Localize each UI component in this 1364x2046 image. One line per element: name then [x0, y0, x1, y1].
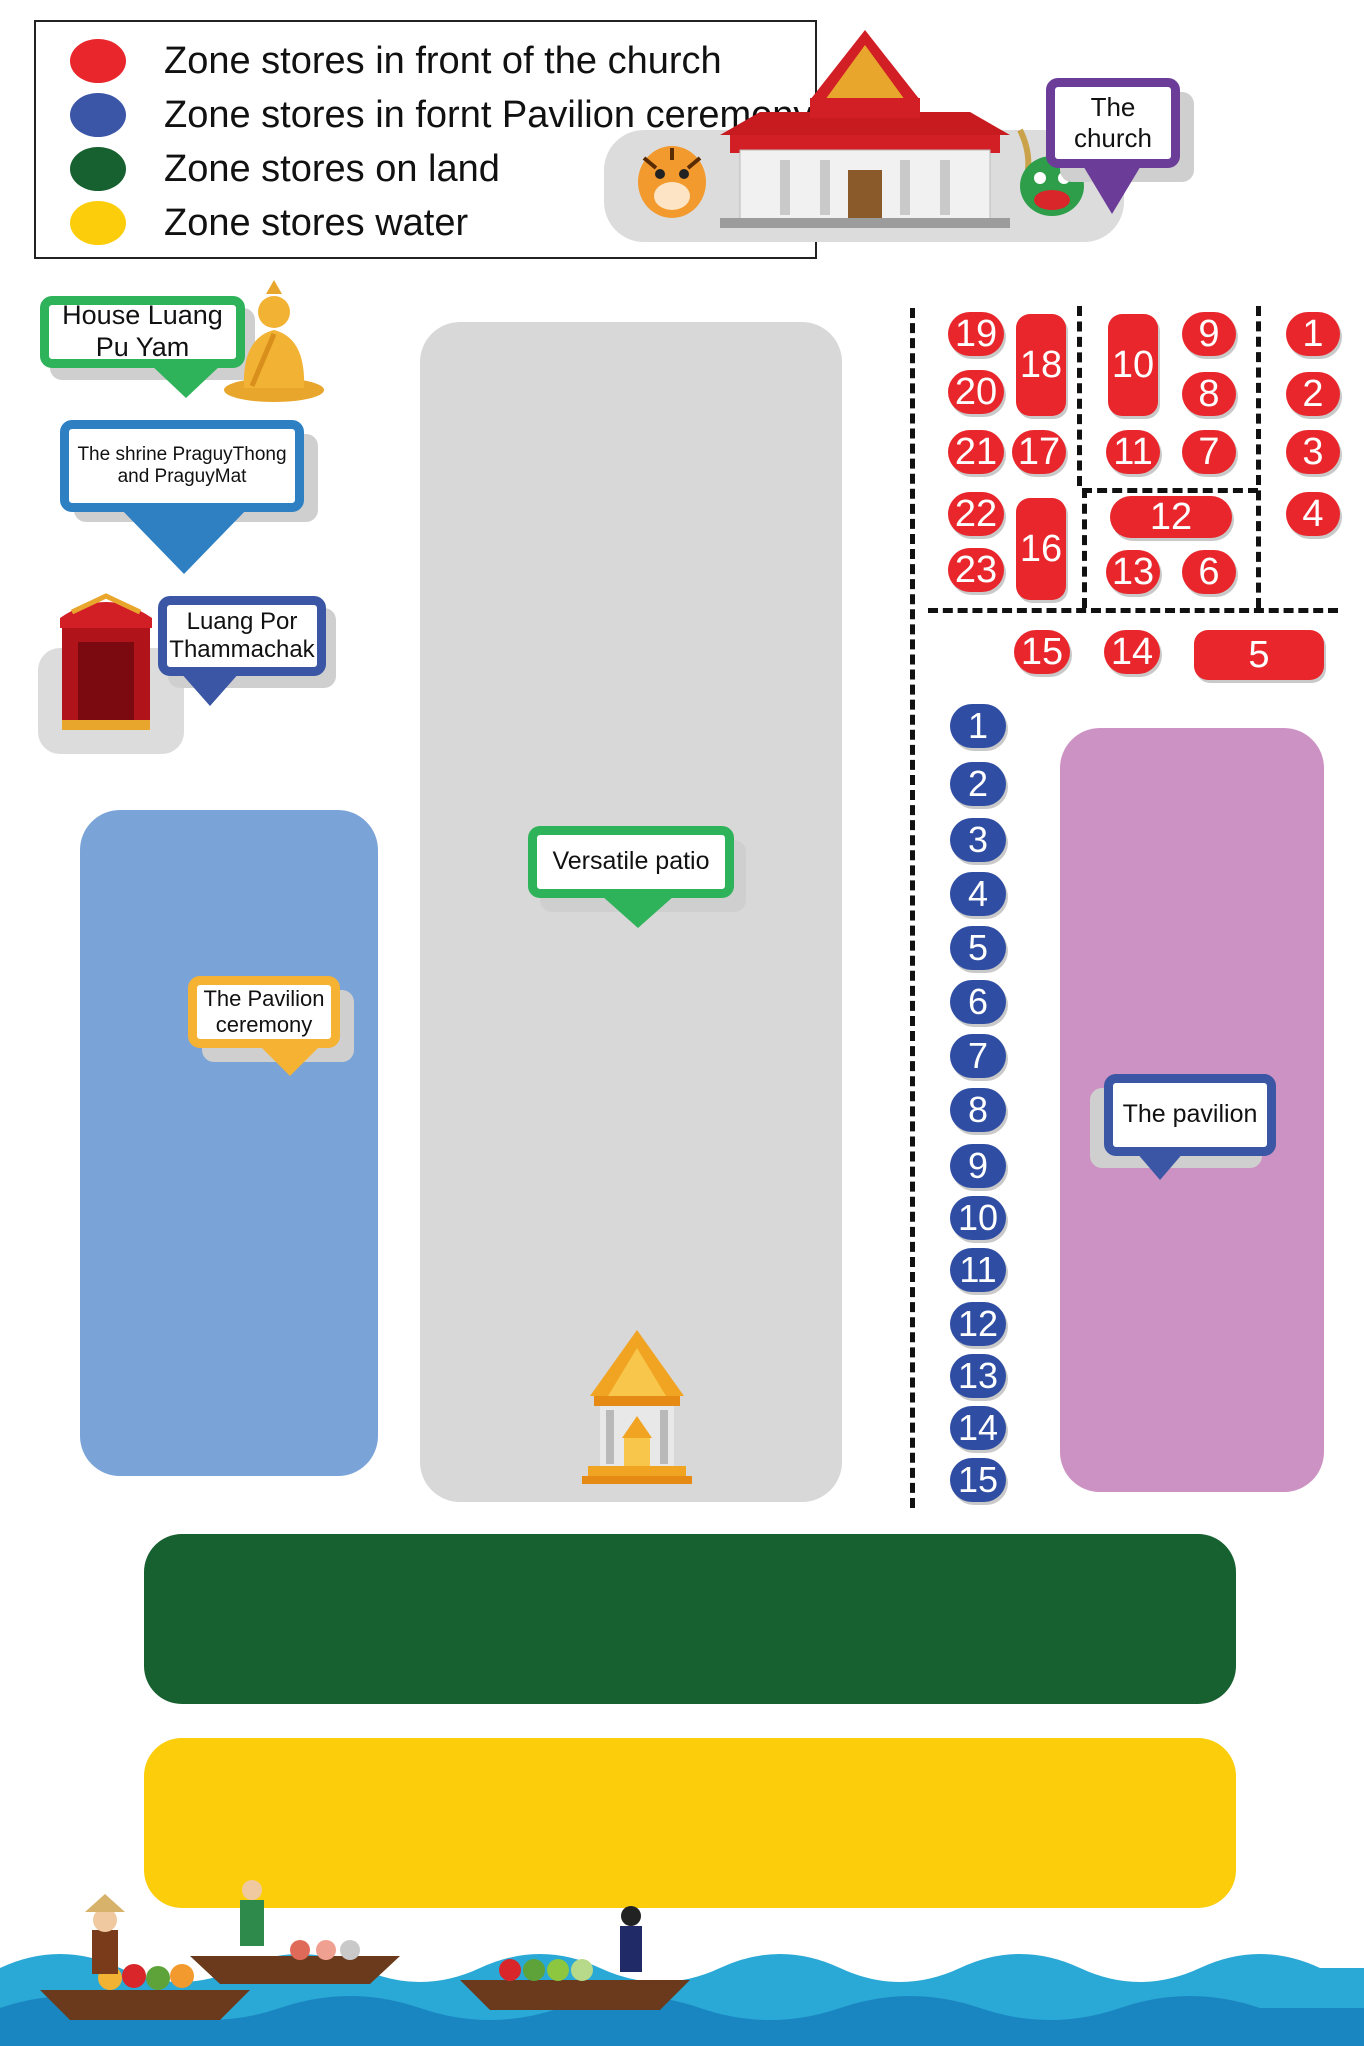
red-stall[interactable]: 4 [1286, 492, 1340, 536]
small-temple-icon [582, 1330, 692, 1484]
blue-dot-icon [70, 93, 126, 137]
pavilion-ceremony-label: The Pavilion ceremony [188, 976, 340, 1048]
shrine-gate-icon [60, 593, 152, 730]
legend-label: Zone stores in fornt Pavilion ceremony [164, 93, 813, 136]
red-stall[interactable]: 8 [1182, 372, 1236, 416]
water-stores-zone[interactable] [144, 1738, 1236, 1908]
blue-stall[interactable]: 2 [950, 762, 1006, 806]
red-stall[interactable]: 19 [948, 312, 1004, 356]
red-stall[interactable]: 6 [1182, 550, 1236, 594]
blue-stall[interactable]: 1 [950, 704, 1006, 748]
yellow-dot-icon [70, 201, 126, 245]
church-label: The church [1046, 78, 1180, 168]
blue-stall[interactable]: 6 [950, 980, 1006, 1024]
red-stall[interactable]: 2 [1286, 372, 1340, 416]
blue-stall[interactable]: 15 [950, 1458, 1006, 1502]
red-stall[interactable]: 23 [948, 548, 1004, 592]
red-dot-icon [70, 39, 126, 83]
red-stall[interactable]: 14 [1104, 630, 1160, 674]
church-pin[interactable]: The church [1046, 78, 1194, 218]
red-stall[interactable]: 18 [1016, 314, 1066, 416]
legend-item-blue: Zone stores in fornt Pavilion ceremony [70, 90, 812, 140]
legend-label: Zone stores water [164, 201, 469, 244]
house-luang-label: House Luang Pu Yam [40, 296, 245, 368]
pavilion-ceremony-zone [80, 810, 378, 1476]
blue-stall[interactable]: 9 [950, 1144, 1006, 1188]
boat-icon [40, 1894, 250, 2020]
pavilion-ceremony-pin[interactable]: The Pavilion ceremony [188, 976, 354, 1084]
divider-line [1082, 488, 1258, 493]
blue-stall[interactable]: 11 [950, 1248, 1006, 1292]
red-stall[interactable]: 1 [1286, 312, 1340, 356]
red-stall[interactable]: 16 [1016, 498, 1066, 600]
legend-item-red: Zone stores in front of the church [70, 36, 722, 86]
divider-line [1256, 306, 1261, 608]
red-stall[interactable]: 13 [1106, 550, 1160, 594]
pavilion-pin[interactable]: The pavilion [1090, 1074, 1276, 1190]
legend-item-green: Zone stores on land [70, 144, 500, 194]
blue-stall[interactable]: 12 [950, 1302, 1006, 1346]
divider-line [1077, 306, 1082, 486]
blue-stall[interactable]: 8 [950, 1088, 1006, 1132]
blue-stall[interactable]: 3 [950, 818, 1006, 862]
legend-label: Zone stores on land [164, 147, 500, 190]
red-stall[interactable]: 10 [1108, 314, 1158, 416]
red-stall[interactable]: 7 [1182, 430, 1236, 474]
luang-por-pin[interactable]: Luang Por Thammachak [158, 596, 336, 712]
tiger-icon [638, 146, 706, 218]
blue-stall[interactable]: 13 [950, 1354, 1006, 1398]
boat-icon [190, 1880, 400, 1984]
blue-stall[interactable]: 5 [950, 926, 1006, 970]
buddha-statue-icon [224, 280, 324, 402]
luang-por-label: Luang Por Thammachak [158, 596, 326, 676]
land-stores-zone[interactable] [144, 1534, 1236, 1704]
red-stall[interactable]: 21 [948, 430, 1004, 474]
red-stall[interactable]: 3 [1286, 430, 1340, 474]
church-icon [720, 30, 1010, 228]
legend-item-yellow: Zone stores water [70, 198, 468, 248]
shrine-label: The shrine PraguyThong and PraguyMat [60, 420, 304, 512]
blue-stall[interactable]: 14 [950, 1406, 1006, 1450]
blue-stall[interactable]: 10 [950, 1196, 1006, 1240]
red-stall[interactable]: 5 [1194, 630, 1324, 680]
red-stall[interactable]: 15 [1014, 630, 1070, 674]
blue-stall[interactable]: 7 [950, 1034, 1006, 1078]
red-stall[interactable]: 17 [1012, 430, 1066, 474]
boat-icon [460, 1906, 690, 2010]
divider-line [910, 308, 915, 1508]
red-stall[interactable]: 20 [948, 370, 1004, 414]
red-stall[interactable]: 9 [1182, 312, 1236, 356]
pavilion-label: The pavilion [1104, 1074, 1276, 1156]
red-stall[interactable]: 22 [948, 492, 1004, 536]
legend-label: Zone stores in front of the church [164, 39, 722, 82]
blue-stall[interactable]: 4 [950, 872, 1006, 916]
versatile-patio-pin[interactable]: Versatile patio [528, 826, 746, 934]
red-stall[interactable]: 12 [1110, 496, 1232, 538]
versatile-patio-label: Versatile patio [528, 826, 734, 898]
house-luang-pin[interactable]: House Luang Pu Yam [40, 296, 255, 400]
green-dot-icon [70, 147, 126, 191]
shrine-pin[interactable]: The shrine PraguyThong and PraguyMat [60, 420, 318, 580]
divider-line [1082, 488, 1087, 608]
divider-line [928, 608, 1338, 613]
red-stall[interactable]: 11 [1106, 430, 1160, 474]
